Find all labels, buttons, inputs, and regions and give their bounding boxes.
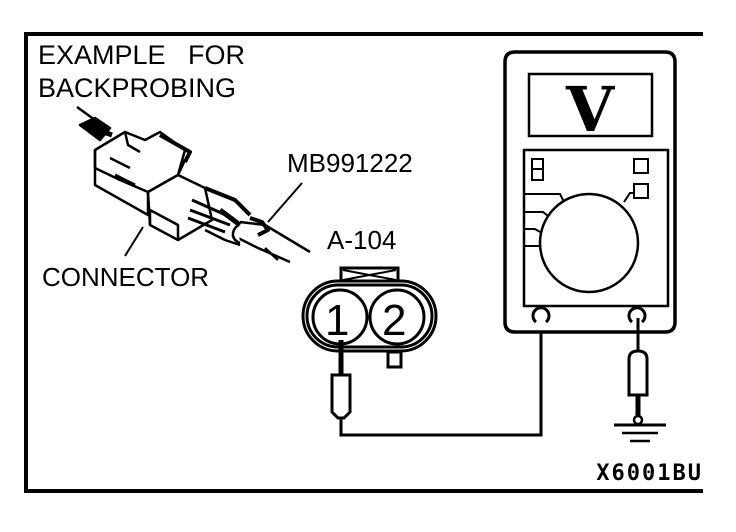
pin-2-label: 2 bbox=[382, 296, 406, 345]
meter-jack-com bbox=[531, 306, 551, 324]
title-line-2: BACKPROBING bbox=[38, 73, 236, 103]
connector-leader-line bbox=[124, 226, 144, 257]
meter-display bbox=[527, 72, 654, 138]
pin-1-label: 1 bbox=[325, 296, 349, 345]
connector-key bbox=[386, 350, 403, 369]
meter-jack-v bbox=[627, 306, 647, 324]
meter-switch-right-bottom bbox=[633, 183, 649, 199]
title-line-1: EXAMPLE FOR bbox=[38, 40, 245, 70]
meter-switch-right-top bbox=[633, 158, 649, 174]
connector-label: CONNECTOR bbox=[42, 262, 209, 292]
connector-id-label: A-104 bbox=[327, 225, 396, 255]
pin-2-circle bbox=[368, 288, 426, 346]
connector-face bbox=[301, 266, 438, 369]
multimeter bbox=[503, 50, 677, 334]
meter-rotary-dial bbox=[538, 192, 640, 294]
meter-mode-symbol: V bbox=[565, 73, 615, 146]
tool-label: MB991222 bbox=[287, 148, 413, 178]
probe-lead-positive bbox=[330, 322, 543, 437]
figure-code: X6001BU bbox=[596, 461, 703, 486]
probe-lead-ground bbox=[614, 318, 666, 443]
tool-leader-line bbox=[267, 182, 303, 223]
connector-illustration bbox=[76, 105, 311, 264]
figure-frame bbox=[24, 32, 703, 493]
